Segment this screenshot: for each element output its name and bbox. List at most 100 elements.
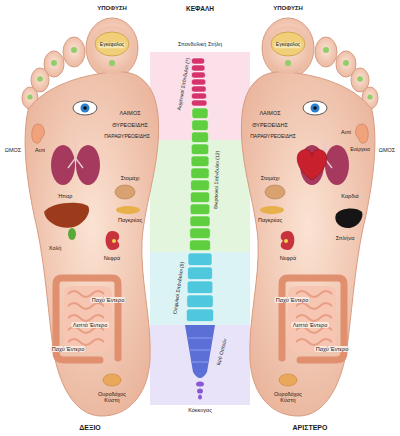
coccyx-shape [198, 394, 202, 399]
spine-picture [185, 58, 215, 400]
vertebra-shape [192, 120, 208, 131]
spleen-picture [335, 208, 362, 228]
bladder-picture [103, 374, 121, 386]
zone-label: ΛΑΙΜΟΣ [119, 110, 140, 116]
zone-label: ΩΜΟΣ [5, 147, 21, 153]
organ-label: Παχύ Έντερο [314, 346, 349, 352]
zone-label-holder: ΩΜΟΣ [5, 147, 21, 153]
foot-label-holder: ΑΡΙΣΤΕΡΟ [293, 424, 328, 432]
vertebra-shape [191, 168, 209, 179]
lungs-picture [51, 145, 75, 185]
organ-label: Εγκέφαλος [98, 42, 125, 48]
lungs-picture [51, 142, 100, 185]
heading-label-holder: ΚΕΦΑΛΗ [186, 5, 214, 12]
reflex-dot [27, 47, 115, 100]
eye-picture [73, 101, 97, 115]
spine-label: Κόκκυγας [188, 407, 212, 413]
sacrum-shape [188, 338, 212, 362]
pancreas-picture [116, 206, 140, 214]
kidney-picture [112, 239, 116, 243]
reflex-dot [109, 60, 115, 66]
organ-label: Λεπτό Έντερο [71, 322, 109, 328]
organ-label-holder: Εγκέφαλος [98, 42, 125, 48]
heading-label: ΚΕΦΑΛΗ [186, 5, 214, 12]
liver-picture [44, 203, 89, 228]
vertebra-shape [192, 65, 205, 71]
toe [63, 37, 85, 67]
organ-label: Χολή [49, 245, 61, 251]
kidney-picture [106, 231, 120, 250]
zone-label-holder: ΘΥΡΕΟΕΙΔΗΣ [112, 122, 148, 128]
vertebra-shape [192, 100, 207, 106]
organ-label-holder: Παχύ Έντερο [314, 346, 349, 352]
organ-label-holder: Αυτί [35, 147, 45, 153]
organ-label-holder: Ενέργεια [350, 147, 370, 153]
foot-figure [22, 18, 159, 416]
organ-label-holder: Χολή [49, 245, 61, 251]
vertebra-shape [190, 216, 210, 227]
organ-label: Αυτί [341, 129, 351, 135]
spine-label-holder: Θωρακικοί Σπόνδυλοι (12) [213, 151, 221, 210]
organ-label-holder: Νεφρά [104, 255, 120, 261]
organ-label: Παχύ Έντερο [274, 297, 309, 303]
vertebra-shape [188, 253, 212, 266]
organ-label-holder: Παχύ Έντερο [274, 297, 309, 303]
vertebra-shape [190, 192, 209, 203]
vertebra-shape [190, 204, 210, 215]
zone-label: ΥΠΟΦΥΣΗ [97, 5, 127, 12]
stomach-picture [115, 185, 135, 199]
organ-label: Ουροδόχος Κύστη [92, 391, 132, 403]
vertebra-shape [192, 72, 206, 78]
lungs-picture [68, 142, 83, 168]
organ-label: Παχύ Έντερο [50, 346, 85, 352]
liver-picture [44, 203, 89, 228]
organ-label-holder: Καρδιά [341, 193, 358, 199]
organ-label: Νεφρά [104, 255, 120, 261]
spine-label: Θωρακικοί Σπόνδυλοι (12) [213, 151, 221, 210]
coccyx-shape [196, 381, 204, 386]
sole-outline [25, 72, 158, 416]
eye-picture [83, 106, 87, 110]
vertebra-shape [191, 156, 209, 167]
vertebra-shape [188, 267, 213, 280]
spine-label: Ιερό Οστούν [216, 338, 228, 366]
reflex-dot [27, 94, 32, 99]
organ-label-holder: Παγκρέας [258, 217, 282, 223]
spine-label-holder: Ιερό Οστούν [216, 338, 228, 366]
organ-label-holder: Εγκέφαλος [274, 42, 301, 48]
organ-label: Ενέργεια [350, 147, 370, 153]
zone-bands [150, 52, 250, 405]
spine-label-holder: Σπονδυλική Στήλη [178, 41, 222, 47]
organ-label-holder: Ήπαρ [58, 193, 73, 199]
toe [86, 18, 138, 78]
big-toe-pad [89, 26, 135, 74]
organ-label-holder: Λεπτό Έντερο [291, 322, 329, 328]
gallbladder-picture [68, 228, 76, 240]
spine-label-holder: Κόκκυγας [188, 407, 212, 413]
spine-label-holder: Αυχενικοί Σπόνδυλοι (7) [177, 57, 192, 110]
zone-bands [150, 52, 250, 140]
zone-label: ΘΥΡΕΟΕΙΔΗΣ [252, 122, 288, 128]
coccyx-shape [197, 388, 203, 393]
zone-label-holder: ΥΠΟΦΥΣΗ [273, 5, 303, 12]
zone-label-holder: ΛΑΙΜΟΣ [259, 110, 280, 116]
organ-label-holder: Νεφρά [280, 255, 296, 261]
zone-label: ΘΥΡΕΟΕΙΔΗΣ [112, 122, 148, 128]
vertebra-shape [187, 295, 213, 308]
foot-label-holder: ΔΕΞΙΟ [79, 424, 101, 432]
organ-label: Αυτί [35, 147, 45, 153]
zone-label-holder: ΥΠΟΦΥΣΗ [97, 5, 127, 12]
vertebra-shape [192, 79, 206, 85]
vertebra-shape [187, 281, 213, 294]
ear-picture [32, 124, 45, 143]
vertebra-shape [191, 180, 210, 191]
eye-picture [81, 104, 90, 113]
organ-label: Στομάχι [121, 175, 140, 181]
reflex-dot [37, 76, 43, 82]
organ-label-holder: Στομάχι [261, 175, 280, 181]
organ-label: Εγκέφαλος [274, 42, 301, 48]
organ-label-holder: Αυτί [341, 129, 351, 135]
vertebra-shape [186, 309, 213, 322]
